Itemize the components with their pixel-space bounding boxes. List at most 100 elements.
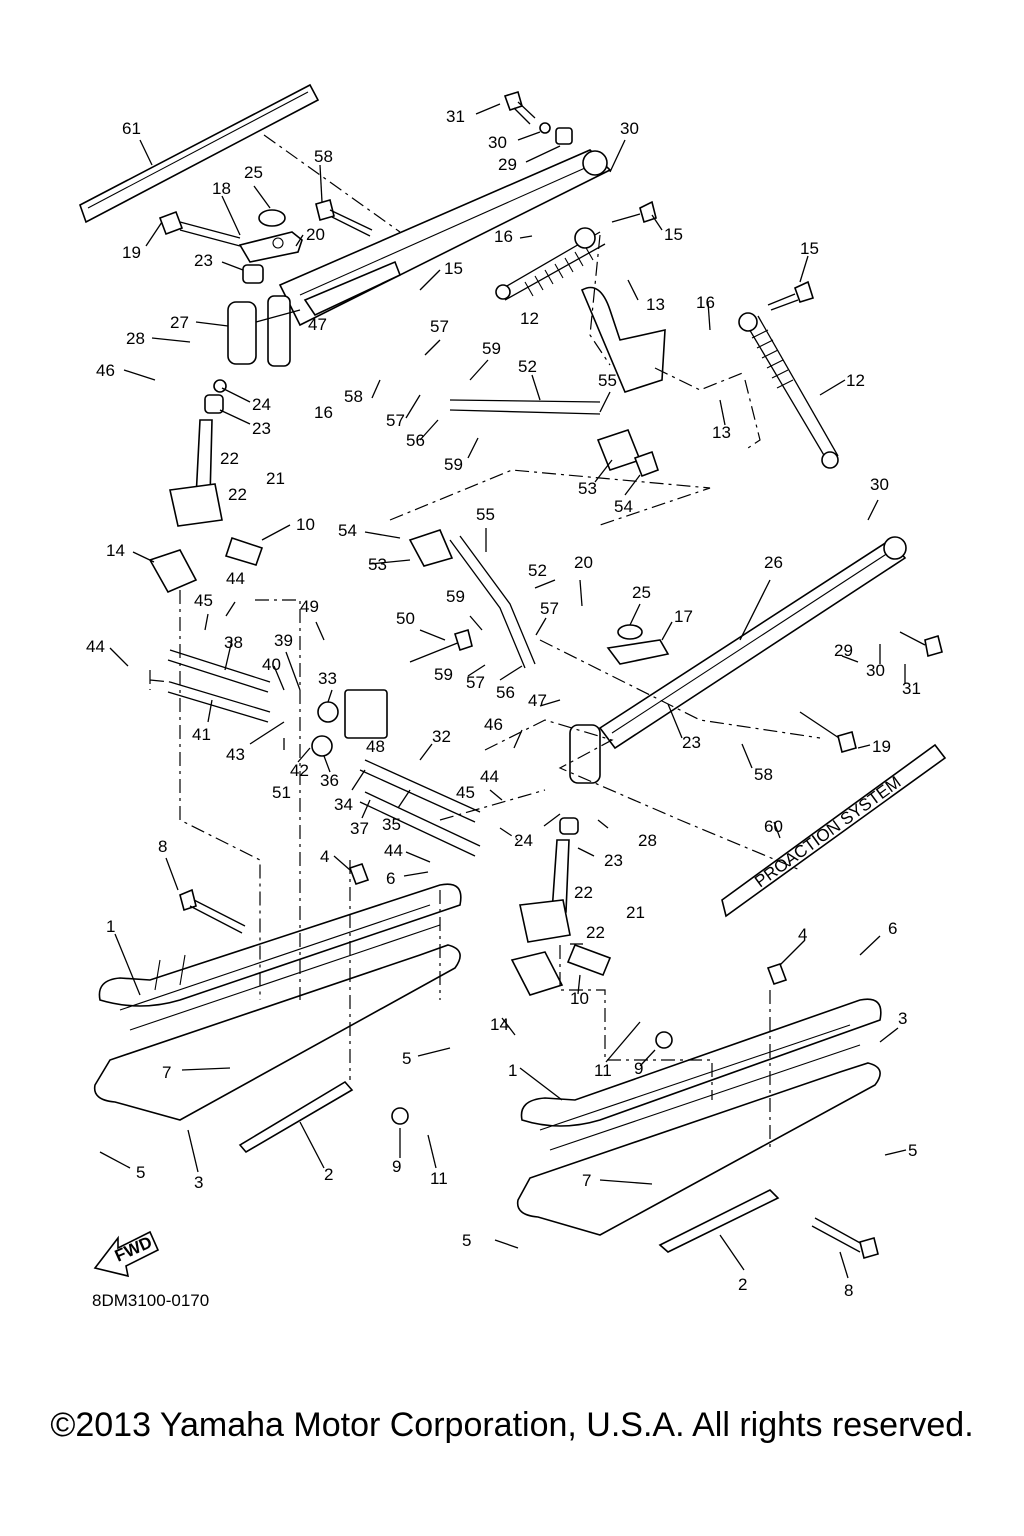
callout-54: 54 [614,497,633,516]
callout-61: 61 [122,119,141,138]
part-spindle-left [169,394,224,527]
part-41-rod [167,681,271,723]
callout-6: 6 [386,869,395,888]
part-15-bolt-center [611,200,657,224]
callout-32: 32 [432,727,451,746]
callout-5b: 5 [908,1141,917,1160]
callout-57: 57 [430,317,449,336]
callout-11: 11 [594,1061,612,1080]
callout-56: 56 [406,431,425,450]
callout-53: 53 [578,479,597,498]
callout-30c: 30 [870,475,889,494]
part-14-stopper-right [510,951,564,996]
callout-30b: 30 [620,119,639,138]
callout-42: 42 [290,761,309,780]
callout-57c: 57 [540,599,559,618]
callout-22c: 22 [574,883,593,902]
callout-40: 40 [262,655,281,674]
part-spindle-right [519,724,601,943]
callout-6b: 6 [888,919,897,938]
callout-19b: 19 [872,737,891,756]
callout-5d: 5 [462,1231,471,1250]
callout-58c: 58 [754,765,773,784]
callout-28: 28 [126,329,145,348]
callout-16c: 16 [696,293,715,312]
part-32-rod [359,759,481,823]
part-61-decal [79,83,320,224]
callout-56b: 56 [496,683,515,702]
callout-8b: 8 [844,1281,853,1300]
callout-46b: 46 [484,715,503,734]
callout-44b: 44 [86,637,105,656]
callout-29: 29 [498,155,517,174]
callout-44: 44 [226,569,245,588]
part-33-nut [317,701,339,723]
part-4-nut-right [766,962,788,986]
part-26-steering-arm-right [598,536,907,750]
callout-38: 38 [224,633,243,652]
part-8-bolt-right [811,1217,879,1259]
part-27-spindle-housing [227,295,301,367]
callout-24: 24 [252,395,271,414]
callout-45b: 45 [456,783,475,802]
part-9-nut-right [655,1031,673,1049]
callout-13b: 13 [712,423,731,442]
callout-16: 16 [314,403,333,422]
callout-17: 17 [674,607,693,626]
callout-21b: 21 [626,903,645,922]
part-steering-arm-left [278,149,612,327]
part-15-bolt-right [767,280,815,311]
callout-47: 47 [308,315,327,334]
callout-53b: 53 [368,555,387,574]
part-38-rod [167,649,271,693]
callout-36: 36 [320,771,339,790]
callout-23: 23 [194,251,213,270]
callout-59d: 59 [434,665,453,684]
callout-44c: 44 [480,767,499,786]
callout-15b: 15 [800,239,819,258]
callout-46: 46 [96,361,115,380]
callout-5c: 5 [136,1163,145,1182]
part-8-bolt-left [179,888,246,934]
part-31-bolt [503,90,536,125]
part-48-plate [344,689,388,739]
callout-49: 49 [300,597,319,616]
callout-10: 10 [296,515,315,534]
callout-13: 13 [646,295,665,314]
callout-7: 7 [162,1063,171,1082]
part-17-bracket [606,639,670,665]
part-58-bolt [315,199,373,237]
callout-47b: 47 [528,691,547,710]
callout-25b: 25 [632,583,651,602]
part-12-shock-right [738,312,839,469]
callout-55b: 55 [476,505,495,524]
callout-44d: 44 [384,841,403,860]
part-25-cap [258,209,286,227]
leader-lines [99,103,907,1279]
callout-29b: 29 [834,641,853,660]
callout-18: 18 [212,179,231,198]
callout-52b: 52 [528,561,547,580]
callout-14b: 14 [490,1015,509,1034]
callout-15: 15 [664,225,683,244]
callout-45: 45 [194,591,213,610]
callout-9b: 9 [392,1157,401,1176]
callout-5: 5 [402,1049,411,1068]
callout-37: 37 [350,819,369,838]
part-52-tie-rod-lower [408,529,536,669]
exploded-parts-diagram: PROACTION SYSTEM FWD [79,83,947,1310]
callout-7b: 7 [582,1171,591,1190]
callout-labels: 61 25 18 58 19 20 23 27 47 28 46 24 16 2… [86,107,921,1300]
callout-54b: 54 [338,521,357,540]
callout-12: 12 [520,309,539,328]
callout-27: 27 [170,313,189,332]
callout-50: 50 [396,609,415,628]
ski-right [516,998,882,1253]
callout-26: 26 [764,553,783,572]
callout-21: 21 [266,469,285,488]
callout-52: 52 [518,357,537,376]
part-25-cap-right [617,624,643,640]
callout-57b: 57 [386,411,405,430]
callout-20: 20 [306,225,325,244]
callout-31: 31 [446,107,465,126]
